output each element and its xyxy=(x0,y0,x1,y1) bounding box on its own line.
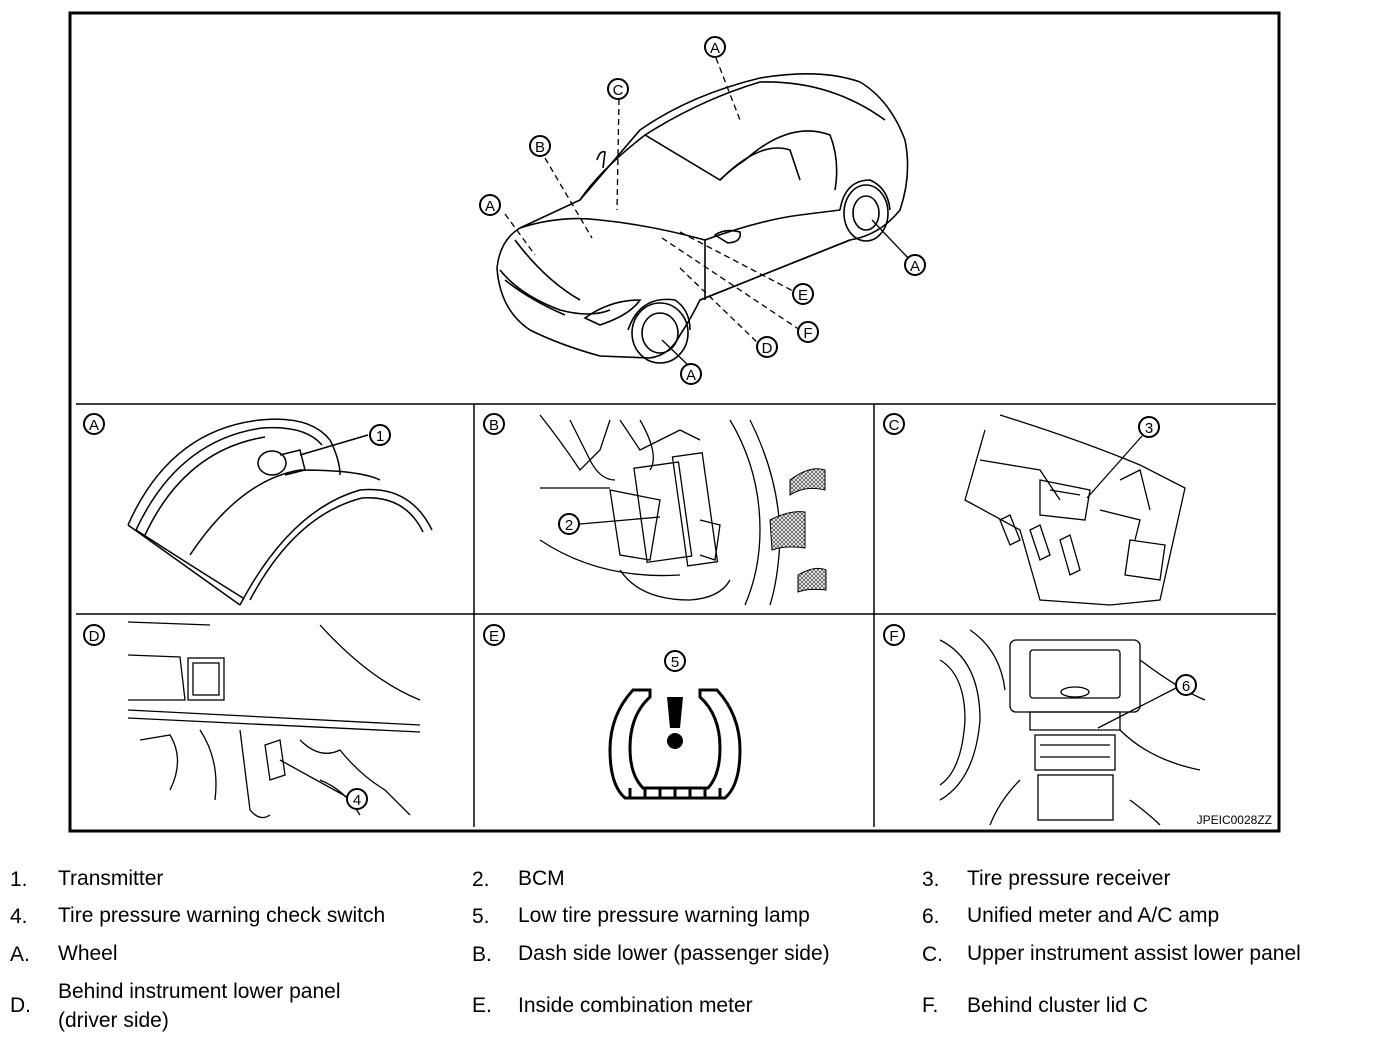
legend-key-4: 4. xyxy=(10,905,28,928)
svg-text:2: 2 xyxy=(565,517,573,534)
legend-key-a: A. xyxy=(10,943,30,966)
panel-d-switch xyxy=(127,621,421,819)
legend-text-4: Tire pressure warning check switch xyxy=(58,904,386,927)
legend-key-6: 6. xyxy=(922,905,940,928)
svg-text:4: 4 xyxy=(353,792,361,809)
panel-b-bcm xyxy=(539,414,781,606)
callout-3: 3 xyxy=(1138,416,1160,438)
car-callout-a-roof: A xyxy=(704,36,726,58)
callout-4: 4 xyxy=(346,788,368,810)
legend-text-6: Unified meter and A/C amp xyxy=(967,904,1220,927)
svg-text:C: C xyxy=(889,417,900,434)
svg-text:D: D xyxy=(89,628,100,645)
legend-text-b: Dash side lower (passenger side) xyxy=(518,942,830,965)
car-illustration xyxy=(496,73,909,364)
legend-key-f: F. xyxy=(922,994,939,1017)
car-callout-d: D xyxy=(756,336,778,358)
panel-f-label: F xyxy=(883,624,905,646)
car-callout-e: E xyxy=(792,283,814,305)
svg-text:F: F xyxy=(803,325,812,342)
car-callout-b: B xyxy=(529,135,551,157)
legend-key-e: E. xyxy=(472,994,492,1017)
panel-d-label: D xyxy=(83,624,105,646)
legend-text-c: Upper instrument assist lower panel xyxy=(967,942,1301,965)
svg-text:1: 1 xyxy=(376,428,384,445)
svg-text:D: D xyxy=(762,340,773,357)
svg-text:A: A xyxy=(686,367,696,384)
legend: 1. Transmitter 2. BCM 3. Tire pressure r… xyxy=(0,860,1376,1050)
component-location-diagram: A A A A B C D E F A 1 xyxy=(68,11,1281,833)
svg-text:6: 6 xyxy=(1182,678,1190,695)
panel-e-warning-lamp xyxy=(608,688,742,800)
svg-text:C: C xyxy=(613,82,624,99)
car-callout-f: F xyxy=(797,321,819,343)
svg-text:B: B xyxy=(489,417,499,434)
legend-text-d-line2: (driver side) xyxy=(58,1009,169,1032)
panel-b-label: B xyxy=(483,413,505,435)
legend-key-c: C. xyxy=(922,943,943,966)
legend-text-a: Wheel xyxy=(58,942,118,965)
panel-a-label: A xyxy=(83,413,105,435)
callout-6: 6 xyxy=(1175,674,1197,696)
legend-key-1: 1. xyxy=(10,868,28,891)
panel-a-wheel xyxy=(127,418,433,606)
legend-text-d: Behind instrument lower panel xyxy=(58,980,341,1003)
callout-2: 2 xyxy=(558,513,580,535)
car-callout-a-rear: A xyxy=(904,254,926,276)
legend-key-5: 5. xyxy=(472,905,490,928)
legend-key-2: 2. xyxy=(472,868,490,891)
legend-key-b: B. xyxy=(472,943,492,966)
panel-c-label: C xyxy=(883,413,905,435)
svg-text:F: F xyxy=(889,628,898,645)
panel-c-receiver xyxy=(964,414,1186,606)
svg-text:A: A xyxy=(89,417,99,434)
car-callout-a-front-wheel: A xyxy=(680,363,702,385)
svg-text:A: A xyxy=(710,40,720,57)
callout-5: 5 xyxy=(664,650,686,672)
legend-text-5: Low tire pressure warning lamp xyxy=(518,904,810,927)
figure-code: JPEIC0028ZZ xyxy=(1197,813,1272,827)
svg-text:B: B xyxy=(535,139,545,156)
legend-text-1: Transmitter xyxy=(58,867,164,890)
legend-text-3: Tire pressure receiver xyxy=(967,867,1171,890)
svg-text:E: E xyxy=(489,628,499,645)
svg-text:3: 3 xyxy=(1145,420,1153,437)
panel-e-label: E xyxy=(483,624,505,646)
svg-text:E: E xyxy=(798,287,808,304)
legend-key-d: D. xyxy=(10,994,31,1017)
legend-key-3: 3. xyxy=(922,868,940,891)
panel-f-ac-amp xyxy=(939,629,1206,826)
svg-text:A: A xyxy=(910,258,920,275)
figure-frame xyxy=(68,11,1281,833)
callout-1: 1 xyxy=(369,424,391,446)
car-callout-a-front-left: A xyxy=(479,194,501,216)
car-callout-c: C xyxy=(607,78,629,100)
svg-text:A: A xyxy=(485,198,495,215)
svg-text:5: 5 xyxy=(671,654,679,671)
legend-text-e: Inside combination meter xyxy=(518,994,753,1017)
legend-text-2: BCM xyxy=(518,867,565,890)
legend-text-f: Behind cluster lid C xyxy=(967,994,1148,1017)
